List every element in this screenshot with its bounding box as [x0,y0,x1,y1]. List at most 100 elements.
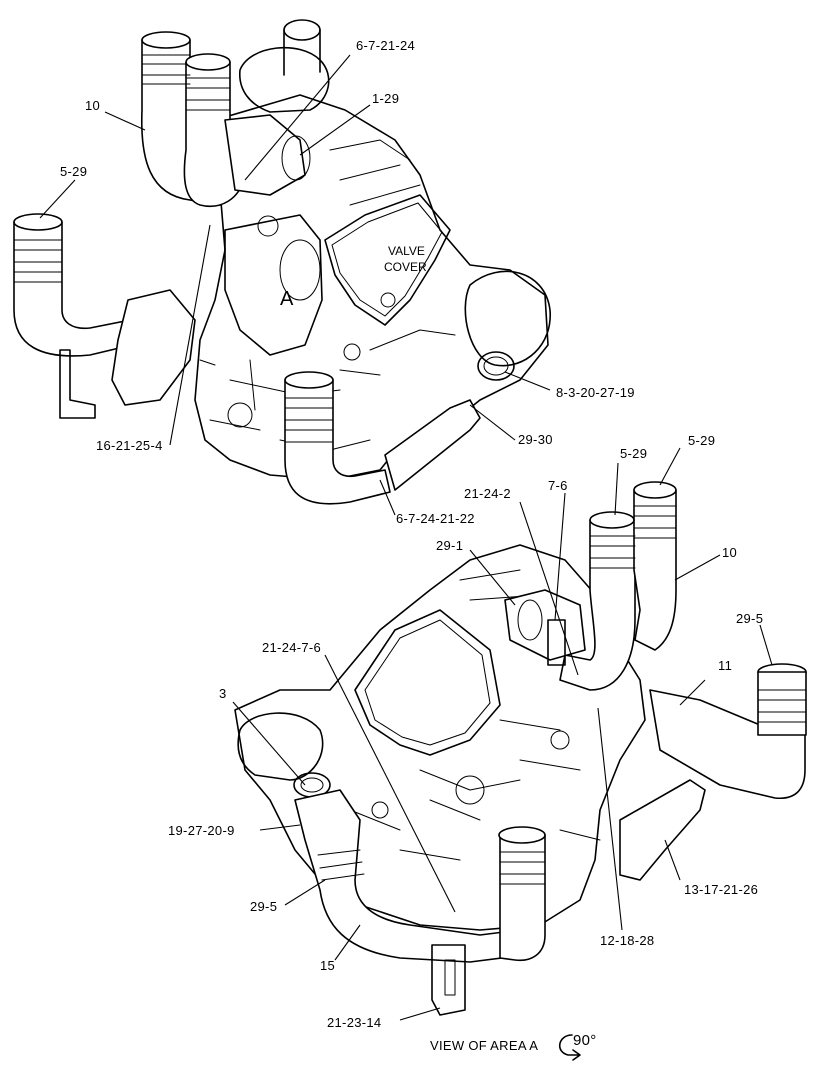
upper-turbo-outlet-bore [483,356,509,376]
leader-13-17-21-26 [664,839,681,881]
upper-pipe-lower-end [284,371,334,389]
callout-6-7-24-21-22: 6-7-24-21-22 [396,511,475,526]
callout-5-29-left: 5-29 [60,164,87,179]
upper-bracket-left [59,349,96,419]
lower-pipe-10-right [633,489,677,651]
callout-21-24-2: 21-24-2 [464,486,511,501]
callout-19-27-20-9: 19-27-20-9 [168,823,235,838]
upper-pipe-lower-clamp [284,397,334,443]
upper-gear-cover-bore [279,239,321,301]
upper-pipe-5-29-left-end [13,213,63,231]
lower-engine-block [234,544,646,931]
upper-turbo-inlet [283,19,321,41]
callout-5-29-right: 5-29 [688,433,715,448]
lower-pipe-12-18-28-end [498,826,546,844]
upper-manifold-elbow [111,289,196,406]
callout-29-5-right: 29-5 [736,611,763,626]
lower-port-circle-2 [371,801,389,819]
lower-pipe-10-left [559,519,636,691]
callout-16-21-25-4: 16-21-25-4 [96,438,163,453]
upper-valve-cover-inner [331,202,443,317]
leader-8-3-20-27-19 [504,371,551,391]
callout-8-3-20-27-19: 8-3-20-27-19 [556,385,635,400]
upper-port-circle-4 [227,402,253,428]
leader-21-24-7-6 [324,654,456,913]
leader-lines [39,54,773,1021]
callout-3: 3 [219,686,227,701]
lower-pipe-29-5-right-clamp [757,689,807,723]
callout-11: 11 [718,658,732,673]
upper-elbow-bore [281,135,311,181]
lower-pipe-12-18-28-clamp [499,851,546,885]
lower-pipe-10-right-clamp [633,505,677,539]
label-area-a: A [280,288,294,310]
caption-rotation-90: 90° [573,1032,597,1049]
upper-valve-cover [324,194,451,326]
lower-port-circle-3 [550,730,570,750]
leader-29-1 [469,549,516,606]
upper-port-circle-1 [257,215,279,237]
callout-13-17-21-26: 13-17-21-26 [684,882,758,897]
lower-port-circle-1 [455,775,485,805]
lower-pipe-15-clamp [317,849,365,881]
lower-bracket-13-17-21-26 [619,779,706,881]
lower-elbow-29-1 [504,589,586,661]
upper-pipe-5-29-left [13,221,133,357]
lower-pipe-10-left-end [589,511,635,529]
upper-engine-view [13,19,551,505]
leader-29-5-left [284,879,326,906]
leader-6-7-21-24 [244,54,351,181]
label-valve: VALVE [388,244,425,258]
upper-port-circle-2 [380,292,396,308]
callout-15: 15 [320,958,335,973]
callout-10-top: 10 [85,98,100,113]
callout-29-5-left: 29-5 [250,899,277,914]
lower-bracket-21-23-14 [431,944,466,1016]
leader-1-29 [299,104,371,156]
leader-6-7-24-21-22 [379,479,396,516]
leader-7-6 [554,492,566,621]
leader-10-top [104,111,146,131]
upper-pipe-lower [284,379,391,505]
upper-pipe-lower-bend [384,399,481,491]
upper-port-circle-3 [343,343,361,361]
lower-pipe-10-right-end [633,481,677,499]
lower-pipe-29-5-right [757,671,807,736]
upper-gear-housing [224,214,323,356]
lower-pipe-12-18-28 [499,834,546,962]
callout-5-29-mid: 5-29 [620,446,647,461]
callout-6-7-21-24: 6-7-21-24 [356,38,415,53]
upper-pipe-5-29-left-clamp [13,239,63,283]
callout-21-23-14: 21-23-14 [327,1015,381,1030]
leader-10-bottom [674,554,721,581]
leader-12-18-28 [597,707,623,931]
callout-7-6: 7-6 [548,478,568,493]
lower-pipe-10-left-clamp [589,535,636,569]
upper-turbo-outlet-ring [477,351,515,381]
upper-pipe-10-left-end [141,31,191,49]
label-cover: COVER [384,260,427,274]
leader-3 [232,701,306,786]
upper-turbo-right [464,270,551,367]
callout-10-bottom: 10 [722,545,737,560]
lower-engine-view [234,481,807,1016]
leader-21-23-14 [399,1007,441,1021]
leader-21-24-2 [519,501,579,676]
leader-5-29-mid [614,462,619,516]
callout-1-29: 1-29 [372,91,399,106]
rotation-arrow-icon [559,1034,581,1061]
lower-turbo-ring-bore [300,777,324,793]
leader-11 [679,679,706,706]
upper-pipe-10-left-clamp [141,54,191,85]
upper-turbo-inlet-body [283,29,321,76]
leader-5-29-left [39,179,76,219]
lower-turbo-left [237,712,324,781]
leader-19-27-20-9 [259,824,301,831]
callout-12-18-28: 12-18-28 [600,933,654,948]
lower-valve-cover [354,609,501,756]
callout-21-24-7-6: 21-24-7-6 [262,640,321,655]
leader-29-30 [469,404,516,441]
lower-valve-cover-inner [364,619,491,746]
leader-15 [334,924,361,961]
